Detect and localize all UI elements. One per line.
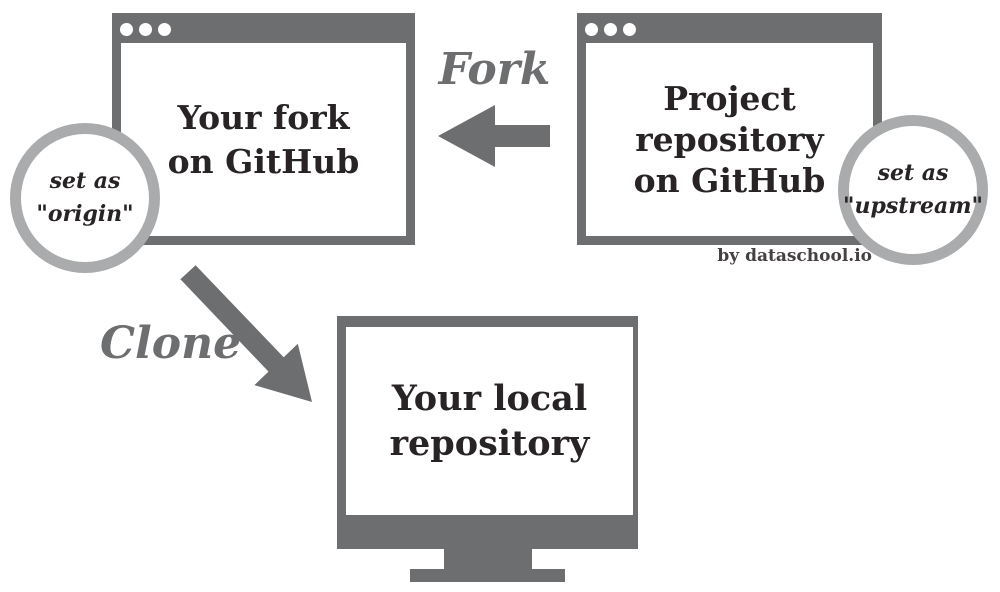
window-dot-icon [158,23,171,36]
window-content-your-fork: Your fork on GitHub [121,43,406,236]
credit-text: by dataschool.io [717,246,872,266]
monitor-stand-base [410,569,565,582]
clone-arrow-icon [180,265,312,402]
window-dot-icon [585,23,598,36]
project-repo-label: Project repository on GitHub [633,78,826,201]
browser-window-project-repo: Project repository on GitHub [577,13,882,245]
clone-action-label: Clone [100,318,242,369]
local-repo-label: Your local repository [389,377,590,465]
window-dot-icon [623,23,636,36]
fork-action-label: Fork [438,44,551,95]
window-traffic-light-dots [585,23,636,36]
window-dot-icon [120,23,133,36]
origin-badge: set as "origin" [10,123,160,273]
window-dot-icon [139,23,152,36]
your-fork-label: Your fork on GitHub [167,97,360,181]
window-content-project-repo: Project repository on GitHub [586,43,873,236]
window-dot-icon [604,23,617,36]
monitor-frame: Your local repository [337,316,638,549]
monitor-stand-neck [444,549,532,569]
upstream-badge: set as "upstream" [838,115,988,265]
window-traffic-light-dots [120,23,171,36]
browser-window-your-fork: Your fork on GitHub [112,13,415,245]
upstream-badge-label: set as "upstream" [843,160,983,219]
monitor-screen: Your local repository [346,327,633,515]
fork-arrow-icon [438,105,550,167]
origin-badge-label: set as "origin" [36,168,134,227]
